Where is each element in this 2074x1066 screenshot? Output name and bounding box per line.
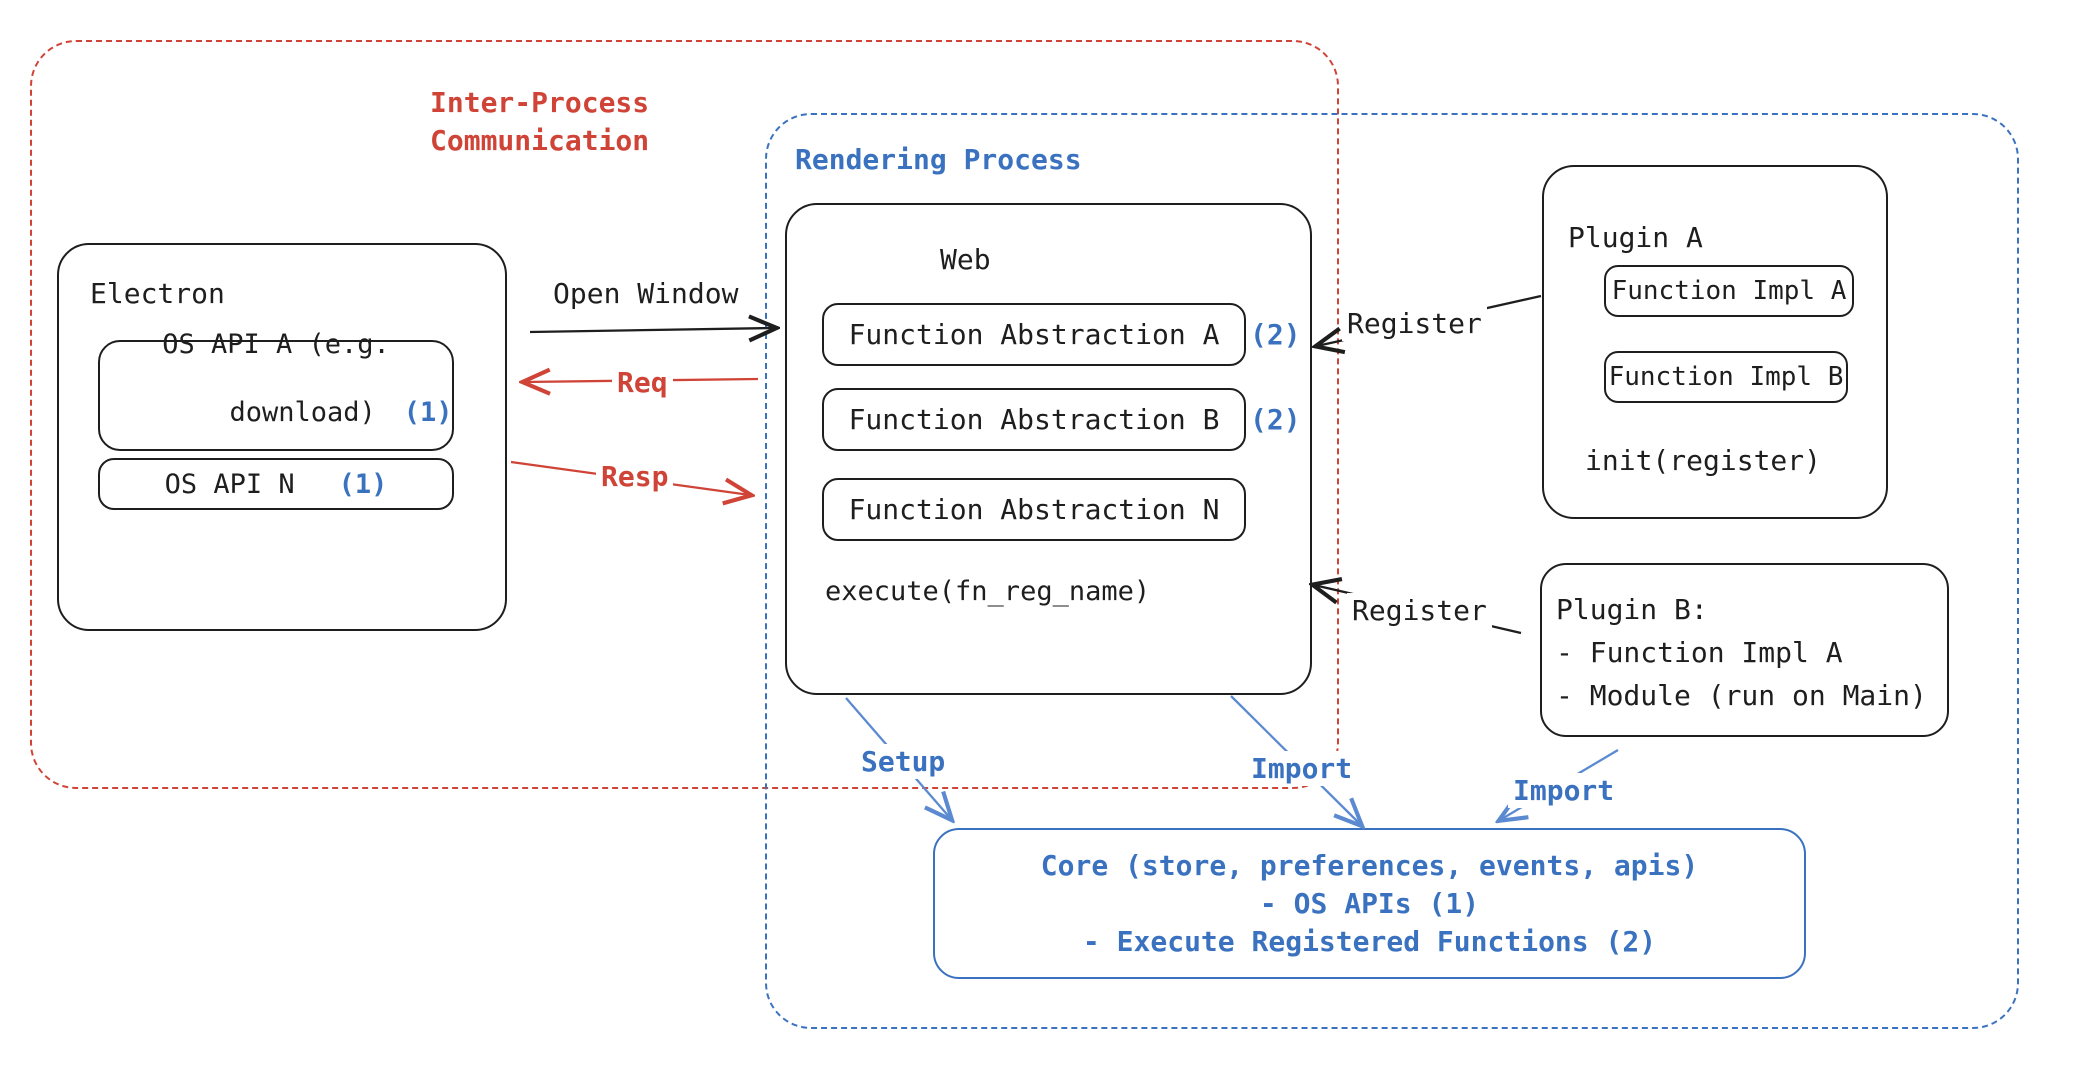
import-web-label: Import	[1246, 751, 1358, 786]
function-abstraction-n-label: Function Abstraction N	[848, 493, 1220, 526]
function-abstraction-b-badge: (2)	[1250, 403, 1301, 436]
resp-label: Resp	[596, 459, 674, 494]
function-abstraction-n-box: Function Abstraction N	[822, 478, 1246, 541]
open-window-label: Open Window	[553, 277, 739, 310]
core-box: Core (store, preferences, events, apis) …	[933, 828, 1806, 979]
setup-label: Setup	[856, 744, 951, 779]
rendering-process-frame	[765, 113, 2019, 1029]
function-impl-a-label: Function Impl A	[1611, 276, 1847, 306]
os-api-a-line1: OS API A (e.g.	[162, 328, 390, 360]
function-abstraction-a-box: Function Abstraction A	[822, 303, 1246, 366]
plugin-a-box	[1542, 165, 1888, 519]
core-execute-line: - Execute Registered Functions (2)	[1082, 924, 1657, 958]
req-label: Req	[612, 365, 673, 400]
os-api-n-badge: (1)	[338, 468, 388, 500]
function-abstraction-b-label: Function Abstraction B	[848, 403, 1220, 436]
rendering-process-label: Rendering Process	[795, 143, 1082, 176]
plugin-b-item-module: - Module (run on Main)	[1556, 679, 1927, 712]
plugin-a-init-label: init(register)	[1585, 444, 1822, 477]
plugin-a-title: Plugin A	[1568, 221, 1703, 254]
os-api-a-box: OS API A (e.g. download) (1)	[98, 329, 454, 451]
core-os-apis-line: - OS APIs (1)	[1259, 886, 1480, 920]
register-a-label: Register	[1342, 306, 1487, 341]
electron-box	[57, 243, 507, 631]
electron-title: Electron	[90, 277, 225, 310]
function-abstraction-a-label: Function Abstraction A	[848, 318, 1220, 351]
os-api-n-box: OS API N (1)	[98, 458, 454, 510]
plugin-b-box	[1540, 563, 1949, 737]
plugin-b-title: Plugin B:	[1556, 593, 1708, 626]
ipc-group-label-line1: Inter-Process	[430, 86, 650, 119]
function-abstraction-b-box: Function Abstraction B	[822, 388, 1246, 451]
function-abstraction-a-badge: (2)	[1250, 318, 1301, 351]
function-impl-b-box: Function Impl B	[1604, 351, 1848, 403]
import-plugin-label: Import	[1508, 773, 1620, 808]
os-api-a-badge: (1)	[403, 396, 453, 428]
os-api-n-label: OS API N	[164, 468, 295, 500]
core-title-line: Core (store, preferences, events, apis)	[1040, 848, 1699, 882]
function-impl-b-label: Function Impl B	[1608, 362, 1844, 392]
execute-call-label: execute(fn_reg_name)	[825, 576, 1151, 607]
web-title: Web	[940, 243, 991, 276]
web-box	[785, 203, 1312, 695]
plugin-b-item-impl-a: - Function Impl A	[1556, 636, 1843, 669]
function-impl-a-box: Function Impl A	[1604, 265, 1854, 317]
ipc-group-label-line2: Communication	[430, 124, 650, 157]
ipc-group-frame	[30, 40, 1339, 789]
os-api-a-line2: download)	[229, 396, 376, 428]
register-b-label: Register	[1347, 593, 1492, 628]
